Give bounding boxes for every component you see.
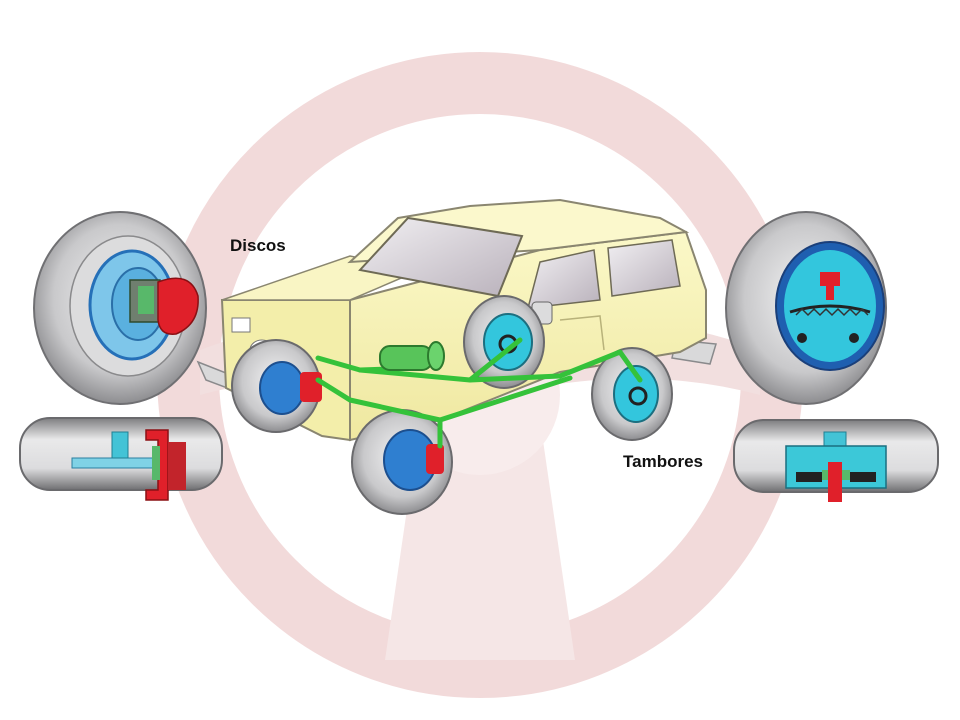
disc-wheel-illustration — [33, 211, 207, 405]
master-cylinder — [379, 341, 445, 371]
drum-wheel-illustration — [725, 211, 887, 405]
discos-label: Discos — [230, 236, 286, 255]
front-left-wheel — [231, 339, 322, 433]
rear-left-wheel — [463, 295, 545, 389]
disc-brake-section — [19, 417, 223, 501]
brake-lines — [315, 337, 643, 449]
tambores-label: Tambores — [623, 452, 703, 471]
drum-brake-section — [733, 419, 939, 502]
front-right-wheel — [351, 409, 453, 515]
rear-right-wheel — [591, 347, 673, 441]
